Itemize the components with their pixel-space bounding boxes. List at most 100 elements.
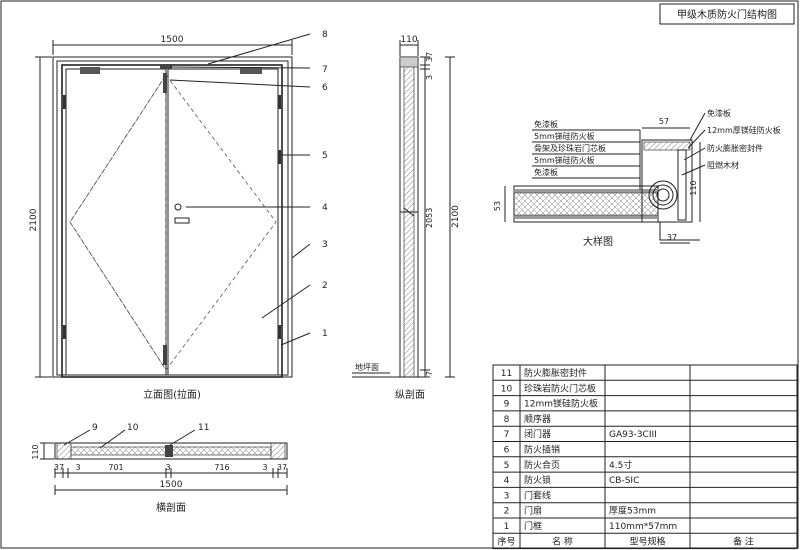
table-cell-no: 9 bbox=[504, 400, 510, 410]
horizontal-section: 9 10 11 110 37 3 701 3 716 3 37 1500 横剖面 bbox=[31, 423, 288, 514]
table-cell-no: 7 bbox=[504, 430, 510, 440]
vsec-top-dim: 110 bbox=[400, 35, 417, 45]
table-cell-name: 顺序器 bbox=[524, 413, 551, 425]
table-cell-spec: CB-SIC bbox=[609, 476, 639, 486]
detail-label: 阻燃木材 bbox=[707, 160, 739, 170]
callout-2: 2 bbox=[322, 281, 328, 291]
callout-3: 3 bbox=[322, 240, 328, 250]
table-cell-no: 11 bbox=[501, 369, 512, 379]
hsec-dim: 716 bbox=[214, 463, 229, 472]
hsec-total-dim: 1500 bbox=[160, 480, 183, 490]
table-cell-no: 2 bbox=[504, 507, 510, 517]
table-cell-no: 6 bbox=[504, 446, 510, 456]
table-header-name: 名 称 bbox=[552, 535, 573, 547]
table-cell-no: 1 bbox=[504, 522, 510, 532]
detail-dim-bottom: 37 bbox=[667, 233, 677, 242]
front-height-dim: 2100 bbox=[29, 208, 39, 231]
table-cell-no: 5 bbox=[504, 461, 510, 471]
vsec-dim-2053: 2053 bbox=[425, 208, 434, 228]
callout-8: 8 bbox=[322, 30, 328, 40]
detail-label: 免漆板 bbox=[534, 119, 558, 129]
table-cell-spec: 4.5寸 bbox=[609, 459, 632, 471]
table-cell-name: 门框 bbox=[524, 520, 542, 532]
front-view: 1500 2100 8 7 6 5 4 3 2 1 立面图(拉面) bbox=[29, 30, 328, 401]
detail-dim-top: 57 bbox=[659, 117, 669, 126]
title-block: 甲级木质防火门结构图 bbox=[659, 3, 795, 25]
table-header-spec: 型号规格 bbox=[629, 535, 665, 547]
detail-label: 防火膨胀密封件 bbox=[707, 143, 763, 153]
hsec-dim: 3 bbox=[75, 463, 80, 472]
table-cell-name: 防火锁 bbox=[524, 474, 551, 486]
flush-bolt-bottom bbox=[163, 345, 167, 365]
floor-label: 地坪面 bbox=[355, 362, 379, 372]
detail-label: 5mm锑硅防火板 bbox=[534, 131, 595, 141]
hsec-height-dim: 110 bbox=[31, 444, 40, 459]
callout-4: 4 bbox=[322, 203, 328, 213]
detail-dim-right: 110 bbox=[689, 180, 698, 195]
vsec-dim-37: 37 bbox=[425, 52, 434, 62]
vsec-total-dim: 2100 bbox=[451, 205, 461, 228]
callout-1: 1 bbox=[322, 329, 328, 339]
table-cell-spec: 厚度53mm bbox=[609, 505, 656, 517]
lever-handle bbox=[174, 217, 190, 224]
vsec-caption: 纵剖面 bbox=[395, 388, 425, 401]
flush-bolt-top bbox=[163, 73, 167, 93]
table-cell-no: 10 bbox=[501, 384, 513, 394]
hsec-caption: 横剖面 bbox=[156, 501, 186, 514]
callout-10: 10 bbox=[127, 423, 139, 433]
detail-label: 免漆板 bbox=[707, 108, 731, 118]
vsec-dim-3: 3 bbox=[425, 75, 434, 80]
front-view-caption: 立面图(拉面) bbox=[143, 388, 201, 401]
hsec-dim: 37 bbox=[277, 463, 287, 472]
table-cell-name: 门套线 bbox=[524, 489, 551, 501]
table-cell-name: 珍珠岩防火门芯板 bbox=[524, 382, 596, 394]
vsec-dim-7: 7 bbox=[425, 371, 434, 376]
table-header-no: 序号 bbox=[497, 535, 515, 547]
detail-label: 12mm厚镁硅防火板 bbox=[707, 125, 781, 135]
callout-7: 7 bbox=[322, 65, 328, 75]
hinge bbox=[278, 95, 281, 109]
hinge bbox=[278, 325, 281, 339]
table-cell-name: 防火合页 bbox=[524, 459, 560, 471]
table-cell-name: 门扇 bbox=[524, 505, 542, 517]
callout-5: 5 bbox=[322, 151, 328, 161]
hsec-dim: 37 bbox=[54, 463, 64, 472]
hinge bbox=[63, 325, 66, 339]
table-cell-no: 4 bbox=[504, 476, 510, 486]
lock-cylinder bbox=[174, 203, 182, 211]
door-closer-right bbox=[240, 67, 262, 74]
hsec-dim: 3 bbox=[262, 463, 267, 472]
front-width-dim: 1500 bbox=[161, 35, 184, 45]
hinge bbox=[63, 95, 66, 109]
callout-6: 6 bbox=[322, 83, 328, 93]
detail-label: 5mm锑硅防火板 bbox=[534, 155, 595, 165]
table-cell-no: 3 bbox=[504, 491, 510, 501]
detail-dim-left: 53 bbox=[493, 201, 502, 211]
table-cell-spec: 110mm*57mm bbox=[609, 522, 677, 532]
table-header-note: 备 注 bbox=[733, 535, 754, 547]
callout-9: 9 bbox=[92, 423, 98, 433]
coordinator bbox=[160, 64, 172, 69]
door-closer-left bbox=[80, 67, 100, 74]
hinge bbox=[278, 150, 281, 164]
callout-11: 11 bbox=[198, 423, 209, 433]
table-cell-name: 12mm镁硅防火板 bbox=[524, 398, 598, 410]
detail-label: 免漆板 bbox=[534, 167, 558, 177]
detail-caption: 大样图 bbox=[583, 235, 613, 248]
table-cell-spec: GA93-3CIII bbox=[609, 430, 657, 440]
parts-table: 11 防火膨胀密封件 10 珍珠岩防火门芯板 9 12mm镁硅防火板 8 顺序器 7 闭门器 GA9… bbox=[492, 364, 798, 550]
table-cell-no: 8 bbox=[504, 415, 510, 425]
table-cell-name: 闭门器 bbox=[524, 428, 551, 440]
detail-label: 骨架及珍珠岩门芯板 bbox=[534, 143, 606, 153]
table-cell-name: 防火膨胀密封件 bbox=[524, 367, 587, 379]
leaf-rib-pattern bbox=[69, 74, 277, 371]
table-cell-name: 防火插销 bbox=[524, 444, 560, 456]
hsec-dim: 3 bbox=[165, 463, 170, 472]
hsec-dim: 701 bbox=[108, 463, 123, 472]
vertical-section: 110 37 3 2053 7 2100 地坪面 纵剖面 bbox=[352, 35, 461, 401]
drawing-title: 甲级木质防火门结构图 bbox=[677, 8, 777, 21]
detail-view: 免漆板 5mm锑硅防火板 骨架及珍珠岩门芯板 5mm锑硅防火板 免漆板 免漆板 … bbox=[493, 108, 781, 248]
